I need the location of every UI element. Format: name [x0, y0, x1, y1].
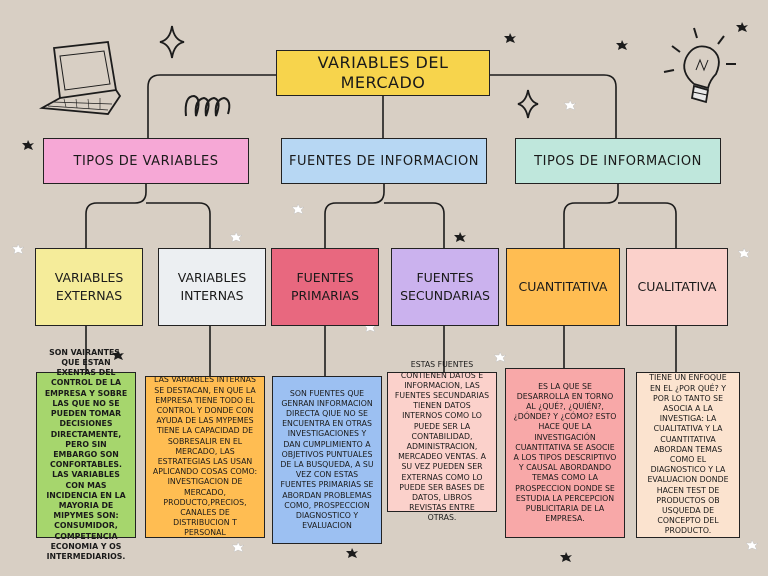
diagram-title: VARIABLES DEL MERCADO [276, 50, 490, 96]
sub-fuentes-secundarias: FUENTES SECUNDARIAS [391, 248, 499, 326]
lightbulb-icon [663, 27, 736, 104]
sub-variables-internas: VARIABLES INTERNAS [158, 248, 266, 326]
sub-cualitativa: CUALITATIVA [626, 248, 728, 326]
sub-variables-externas: VARIABLES EXTERNAS [35, 248, 143, 326]
sub-cuantitativa: CUANTITATIVA [506, 248, 620, 326]
sparkle-icon [159, 25, 539, 119]
swirl-icon [184, 94, 231, 117]
desc-cualitativa: TIENE UN ENFOQUE EN EL ¿POR QUÉ? Y POR L… [636, 372, 740, 538]
category-tipos-de-variables: TIPOS DE VARIABLES [43, 138, 249, 184]
category-fuentes-de-informacion: FUENTES DE INFORMACION [281, 138, 487, 184]
laptop-icon [39, 41, 122, 115]
desc-variables-externas: SON VAIRANTES, QUE ESTAN EXENTAS DEL CON… [36, 348, 136, 561]
desc-fuentes-secundarias: ESTAS FUENTES CONTIENEN DATOS E INFORMAC… [387, 360, 497, 522]
sub-fuentes-primarias: FUENTES PRIMARIAS [271, 248, 379, 326]
category-tipos-de-informacion: TIPOS DE INFORMACION [515, 138, 721, 184]
desc-fuentes-primarias: SON FUENTES QUE GENRAN INFORMACION DIREC… [272, 376, 382, 544]
star-icon [22, 22, 748, 562]
desc-cuantitativa: ES LA QUE SE DESARROLLA EN TORNO AL ¿QUÉ… [505, 368, 625, 538]
desc-variables-internas: LAS VARIABLES INTERNAS SE DESTACAN, EN Q… [145, 375, 265, 538]
